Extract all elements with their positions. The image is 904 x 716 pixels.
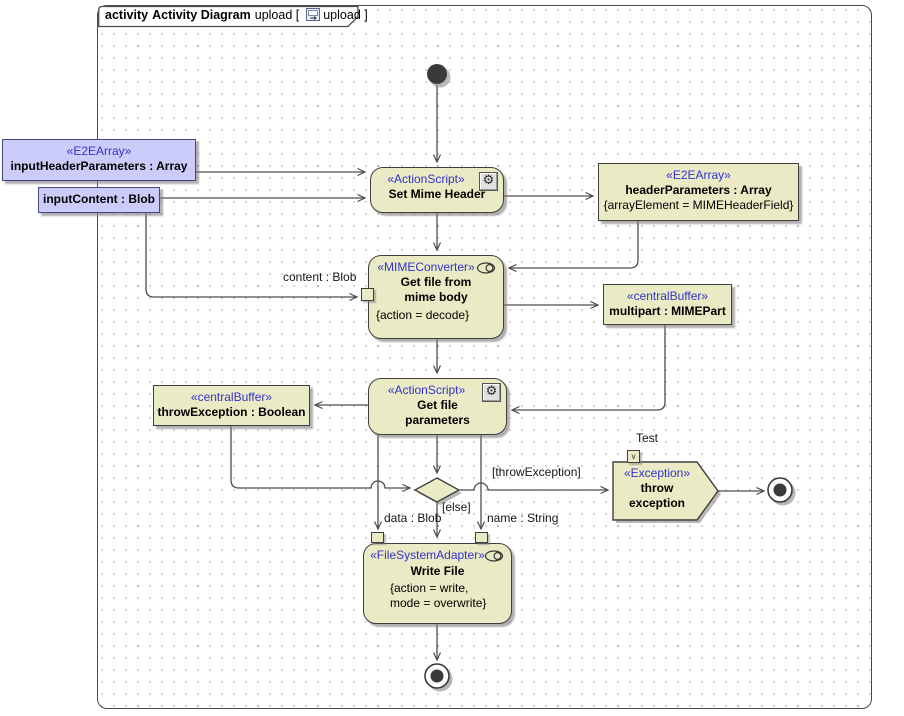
- stereotype-label: «MIMEConverter»: [377, 260, 475, 274]
- node-constraint-line2: mode = overwrite}: [390, 596, 487, 610]
- diagram-name-close: upload ]: [323, 8, 368, 22]
- node-label: headerParameters : Array: [625, 183, 772, 197]
- edge-multipart-to-get-file-parameters[interactable]: [512, 325, 666, 410]
- converter-icon: [476, 262, 497, 274]
- node-label-line2: parameters: [405, 413, 470, 427]
- content-input-pin[interactable]: [361, 288, 374, 301]
- node-constraint-line1: {action = write,: [390, 581, 469, 595]
- data-input-pin[interactable]: [371, 532, 384, 543]
- node-label: Set Mime Header: [388, 187, 486, 201]
- diagram-name-open: upload [: [254, 8, 300, 22]
- final-node-right-core: [773, 483, 787, 497]
- node-get-file-from-mime-body[interactable]: «MIMEConverter» Get file from mime body …: [368, 255, 504, 339]
- adapter-icon: [484, 550, 505, 562]
- node-write-file[interactable]: «FileSystemAdapter» Write File {action =…: [363, 543, 512, 624]
- node-label-line1: Get file: [417, 398, 458, 412]
- test-value-pin[interactable]: ∨: [627, 450, 640, 463]
- stereotype-label: «Exception»: [623, 466, 691, 480]
- gear-icon: ⚙: [479, 172, 498, 191]
- initial-node[interactable]: [427, 64, 447, 84]
- stereotype-label: «ActionScript»: [387, 383, 466, 397]
- node-constraint: {arrayElement = MIMEHeaderField}: [603, 198, 794, 212]
- node-multipart[interactable]: «centralBuffer» multipart : MIMEPart: [603, 284, 732, 325]
- stereotype-label: «FileSystemAdapter»: [370, 548, 485, 562]
- stereotype-label: «centralBuffer»: [626, 289, 709, 303]
- activity-diagram-icon: [306, 8, 321, 25]
- node-input-header-parameters[interactable]: «E2EArray» inputHeaderParameters : Array: [2, 139, 196, 181]
- edge-label-throwexception-guard[interactable]: [throwException]: [492, 465, 581, 479]
- throw-exception-node[interactable]: [612, 461, 719, 521]
- edge-label-test-pin[interactable]: Test: [636, 431, 659, 445]
- stereotype-label: «E2EArray»: [66, 144, 132, 158]
- stereotype-label: «E2EArray»: [666, 168, 731, 182]
- frame-title-tab: [98, 5, 359, 28]
- edge-label-content-blob[interactable]: content : Blob: [283, 270, 357, 284]
- edge-inputcontent-to-content-pin[interactable]: [145, 213, 357, 297]
- diagram-type: Activity Diagram: [152, 8, 251, 22]
- node-constraint: {action = decode}: [376, 308, 470, 322]
- final-node-bottom-core: [430, 669, 444, 683]
- name-input-pin[interactable]: [475, 532, 488, 543]
- decision-node[interactable]: [413, 477, 461, 503]
- frame-keyword: activity: [105, 8, 149, 22]
- node-header-parameters[interactable]: «E2EArray» headerParameters : Array {arr…: [598, 163, 799, 221]
- edge-label-name-string[interactable]: name : String: [487, 511, 559, 525]
- node-label: Write File: [410, 564, 465, 578]
- node-label: inputHeaderParameters : Array: [10, 159, 188, 173]
- node-input-content[interactable]: inputContent : Blob: [38, 187, 160, 213]
- edge-headerparameters-to-mime-converter[interactable]: [509, 221, 639, 268]
- gear-icon: ⚙: [482, 383, 501, 402]
- node-label: inputContent : Blob: [43, 192, 155, 206]
- node-set-mime-header[interactable]: ⚙ «ActionScript» Set Mime Header: [370, 167, 504, 213]
- throw-exception-text: «Exception» throw exception: [613, 466, 701, 511]
- node-label: multipart : MIMEPart: [609, 304, 726, 318]
- diagram-frame: [97, 5, 872, 709]
- stereotype-label: «centralBuffer»: [190, 390, 273, 404]
- edge-label-data-blob[interactable]: data : Blob: [384, 511, 442, 525]
- node-label-line1: Get file from: [400, 275, 472, 289]
- node-label: throwException : Boolean: [157, 405, 306, 419]
- node-throwexception-buffer[interactable]: «centralBuffer» throwException : Boolean: [153, 385, 310, 426]
- node-label-line2: mime body: [404, 290, 468, 304]
- edge-label-else-guard[interactable]: [else]: [442, 500, 471, 514]
- edge-throwexception-buffer-to-decision[interactable]: [230, 426, 410, 488]
- node-label-line2: exception: [628, 496, 685, 510]
- node-label-line1: throw: [640, 481, 674, 495]
- stereotype-label: «ActionScript»: [387, 172, 465, 186]
- node-get-file-parameters[interactable]: ⚙ «ActionScript» Get file parameters: [368, 378, 507, 435]
